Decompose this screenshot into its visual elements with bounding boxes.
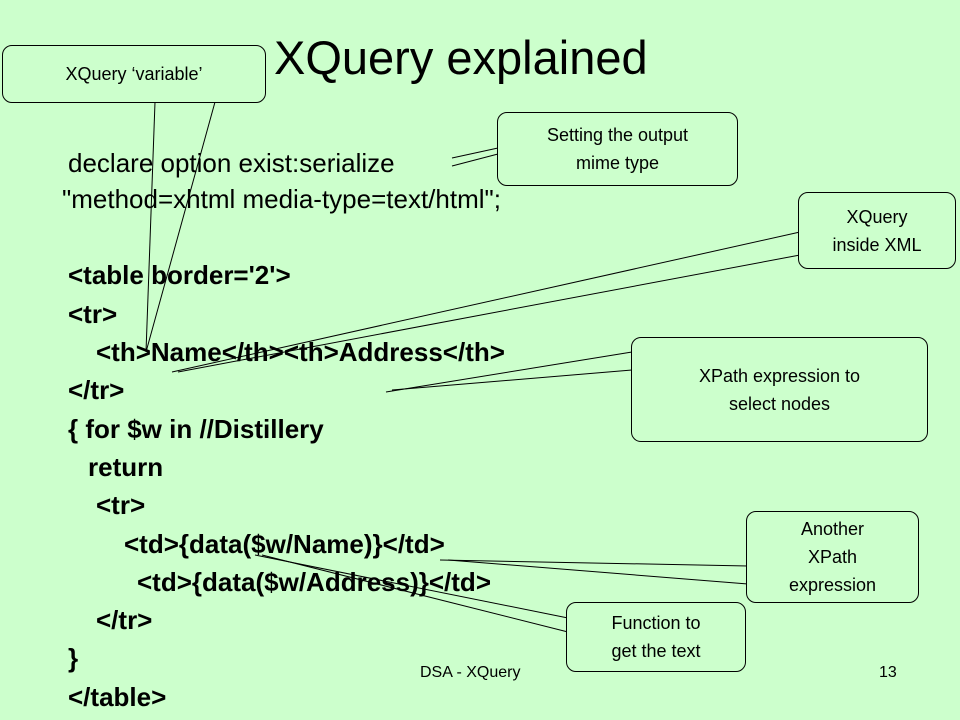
leader-variable-1 xyxy=(145,101,156,353)
leader-another-xpath-1 xyxy=(439,559,749,567)
footer-title: DSA - XQuery xyxy=(420,664,521,681)
code-line-tr-close: </tr> xyxy=(68,375,125,405)
callout-xquery-variable: XQuery ‘variable’ xyxy=(2,45,266,103)
callout-function-get-text: Function to get the text xyxy=(566,602,746,672)
callout-output-mime-type-text: Setting the output mime type xyxy=(546,125,689,173)
code-line-brace-close: } xyxy=(68,643,79,673)
callout-xquery-variable-text: XQuery ‘variable’ xyxy=(65,64,203,84)
slide-number: 13 xyxy=(879,664,897,681)
code-line-table-open: <table border='2'> xyxy=(68,260,291,290)
callout-xpath-select-nodes-text: XPath expression to select nodes xyxy=(698,365,861,414)
slide-title: XQuery explained xyxy=(274,31,648,84)
code-line-return: return xyxy=(88,452,164,482)
code-line-table-close: </table> xyxy=(68,682,167,712)
callout-function-get-text-text: Function to get the text xyxy=(611,613,701,661)
code-line-serialize-params: "method=xhtml media-type=text/html"; xyxy=(62,184,501,214)
code-line-tr-close-2: </tr> xyxy=(96,605,153,635)
callout-xquery-inside-xml-text: XQuery inside XML xyxy=(832,206,922,255)
code-line-declare: declare option exist:serialize xyxy=(68,148,395,178)
leader-xpath-2 xyxy=(391,369,633,391)
code-line-for: { for $w in //Distillery xyxy=(68,414,324,444)
leader-another-xpath-2 xyxy=(447,559,749,585)
leader-mime-2 xyxy=(451,153,499,167)
callout-xpath-select-nodes: XPath expression to select nodes xyxy=(631,337,928,442)
leader-variable-2 xyxy=(145,101,216,353)
callout-another-xpath: Another XPath expression xyxy=(746,511,919,603)
callout-another-xpath-text: Another XPath expression xyxy=(788,519,877,595)
code-line-td-address: <td>{data($w/Address)}</td> xyxy=(137,567,491,597)
code-line-tr-open-2: <tr> xyxy=(96,490,146,520)
code-line-td-name: <td>{data($w/Name)}</td> xyxy=(124,529,445,559)
callout-output-mime-type: Setting the output mime type xyxy=(497,112,738,186)
code-line-tr-open: <tr> xyxy=(68,299,118,329)
code-line-th-row: <th>Name</th><th>Address</th> xyxy=(96,337,505,367)
callout-xquery-inside-xml: XQuery inside XML xyxy=(798,192,956,269)
leader-mime-1 xyxy=(451,147,499,159)
